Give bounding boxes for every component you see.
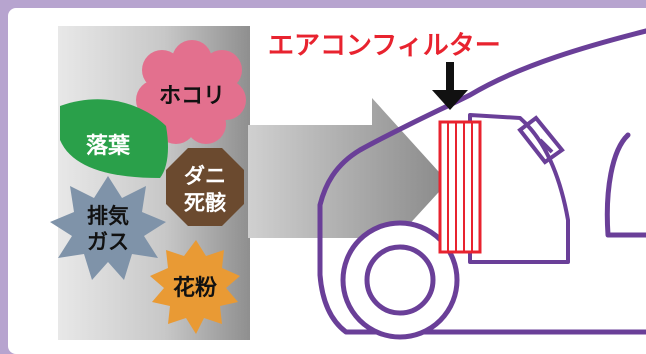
mites-label-line2: 死骸 — [184, 191, 226, 215]
exhaust-label-line1: 排気 — [87, 204, 129, 228]
leaves-label: 落葉 — [86, 134, 131, 159]
front-wheel-hub — [364, 244, 436, 316]
pollen-label: 花粉 — [173, 275, 217, 301]
leaf-icon — [60, 99, 168, 178]
filter-label: エアコンフィルター — [268, 31, 501, 61]
dust-label: ホコリ — [159, 84, 225, 109]
dust-flower-icon — [136, 40, 246, 144]
filter-pointer-arrow — [432, 62, 468, 110]
exhaust-starburst-icon — [50, 176, 166, 280]
steering-wheel-icon — [517, 115, 565, 165]
pollen-burst-icon — [150, 240, 240, 334]
mites-octagon-icon — [166, 148, 244, 226]
car-outline — [317, 28, 646, 335]
exhaust-label-line2: ガス — [87, 230, 129, 254]
ac-filter — [438, 120, 482, 254]
mites-label-line1: ダニ — [184, 164, 226, 188]
